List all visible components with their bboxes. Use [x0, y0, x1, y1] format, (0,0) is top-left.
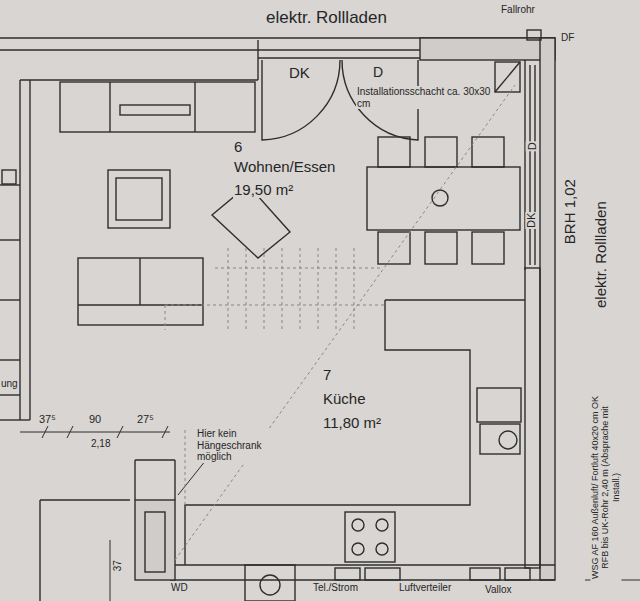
equipment-label: Luftverteiler [398, 582, 452, 594]
note: Hier kein Hängeschrank möglich [196, 428, 280, 463]
door-label: D [526, 141, 539, 151]
room-name: Küche [322, 390, 367, 407]
dimension: 2,18 [90, 438, 111, 450]
pipe-label: Fallrohr [500, 4, 536, 16]
equipment-label: WD [170, 582, 189, 594]
room-area: 19,50 m² [233, 181, 294, 198]
room-number: 6 [233, 138, 243, 155]
pipe-label: DF [560, 32, 575, 44]
room-area: 11,80 m² [322, 414, 382, 431]
equipment-label: Tel./Strom [312, 582, 359, 594]
dimension: 37⁵ [38, 413, 57, 426]
room-number: 7 [322, 366, 332, 383]
room-name: Wohnen/Essen [233, 158, 336, 175]
shaft-note: Installationsschacht ca. 30x30 cm [356, 86, 493, 109]
window-note: elektr. Rollladen [591, 201, 608, 310]
equipment-label: Vallox [484, 584, 513, 596]
vent-note: WSG AF 160 Außenluft/ Fortluft 40x20 cm … [590, 392, 621, 584]
door-label: D [372, 64, 384, 80]
door-label: DK [526, 211, 539, 228]
door-label: DK [288, 64, 311, 81]
window-note: elektr. Rollladen [265, 8, 388, 28]
room-name: ung [0, 378, 19, 390]
dimension: 90 [88, 413, 102, 426]
dimension: 37 [112, 559, 124, 572]
window-note: BRH 1,02 [561, 178, 578, 245]
dimension: 27⁵ [136, 413, 155, 426]
